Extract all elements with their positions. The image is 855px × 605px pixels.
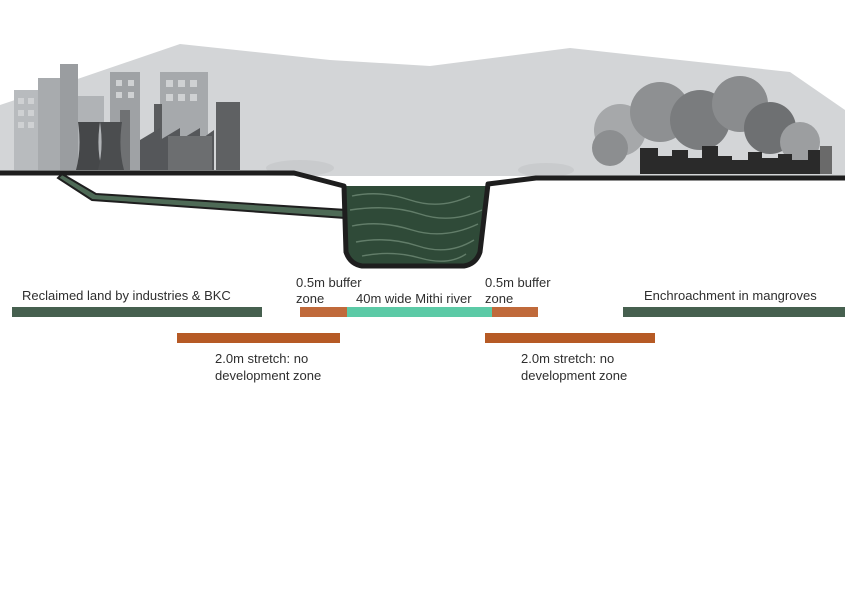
industrial-city-silhouette — [14, 64, 240, 170]
left-stretch-label-line2: development zone — [215, 368, 322, 383]
left-stretch-label-line1: 2.0m stretch: no — [215, 351, 309, 366]
reclaimed-land-bar — [12, 307, 262, 317]
right-stretch-bar — [485, 333, 655, 343]
right-buffer-label-line2: zone — [485, 291, 514, 306]
left-buffer-label-line1: 0.5m buffer — [296, 275, 362, 290]
right-stretch-label-line2: development zone — [521, 368, 628, 383]
river-channel — [346, 186, 488, 266]
encroachment-bar — [623, 307, 845, 317]
river-water-texture — [349, 193, 483, 262]
left-buffer-bar — [300, 307, 347, 317]
encroachment-label: Enchroachment in mangroves — [644, 288, 817, 303]
right-buffer-bar — [492, 307, 538, 317]
left-buffer-label-line2: zone — [296, 291, 325, 306]
river-width-label: 40m wide Mithi river — [356, 291, 472, 306]
reclaimed-land-label: Reclaimed land by industries & BKC — [22, 288, 231, 303]
mangrove-trees — [592, 76, 820, 166]
settlement-silhouette — [640, 146, 832, 174]
right-stretch-label-line1: 2.0m stretch: no — [521, 351, 615, 366]
right-buffer-label-line1: 0.5m buffer — [485, 275, 551, 290]
ground-line — [0, 170, 845, 269]
drain-pipe — [56, 172, 347, 220]
left-stretch-bar — [177, 333, 340, 343]
river-bar — [347, 307, 492, 317]
